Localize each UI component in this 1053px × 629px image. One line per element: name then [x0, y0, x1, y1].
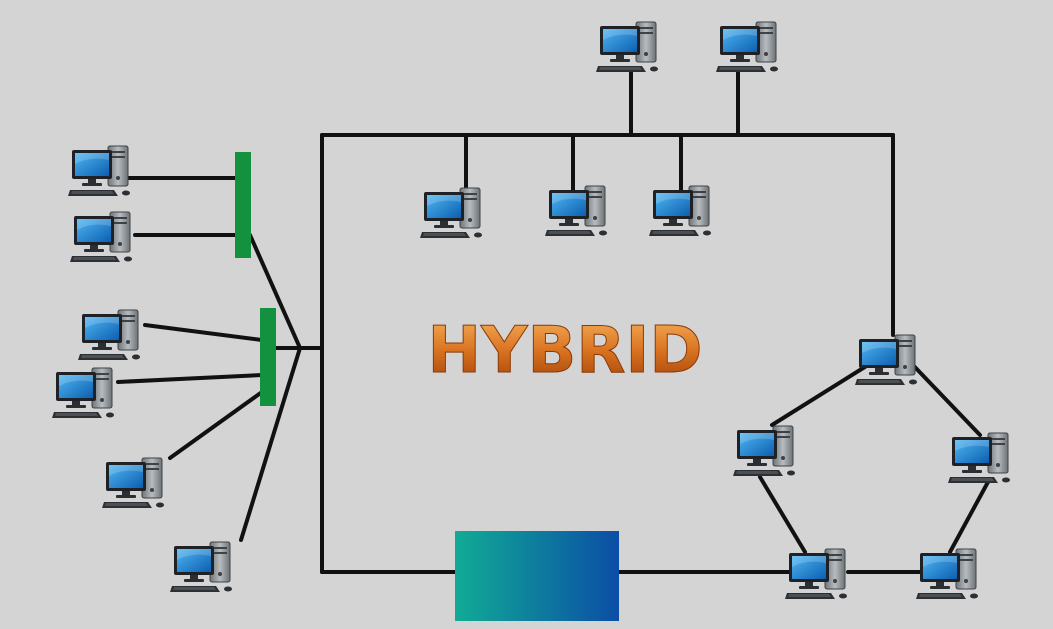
hub-bar-1 — [235, 152, 251, 258]
network-wires — [116, 70, 990, 574]
desktop-computer-icon — [169, 541, 233, 593]
desktop-computer-icon — [715, 21, 779, 73]
desktop-computer-icon — [854, 334, 918, 386]
star-to-hub1 — [248, 233, 302, 350]
desktop-computer-icon — [648, 185, 712, 237]
desktop-computer-icon — [101, 457, 165, 509]
desktop-computer-icon — [51, 367, 115, 419]
diagram-title-reflection: HYBRID — [428, 368, 703, 442]
hub-bar-2 — [260, 308, 276, 406]
desktop-computer-icon — [544, 185, 608, 237]
ring-link-3 — [758, 475, 807, 554]
desktop-computer-icon — [732, 425, 796, 477]
desktop-computer-icon — [69, 211, 133, 263]
central-device-box — [455, 531, 619, 621]
hub2-link-2 — [116, 373, 264, 384]
diagram-title: HYBRID — [428, 314, 703, 388]
desktop-computer-icon — [419, 187, 483, 239]
computers — [51, 21, 1011, 600]
desktop-computer-icon — [947, 432, 1011, 484]
desktop-computer-icon — [784, 548, 848, 600]
desktop-computer-icon — [67, 145, 131, 197]
ring-link-4 — [948, 480, 990, 554]
ring-link-2 — [908, 360, 982, 437]
desktop-computer-icon — [595, 21, 659, 73]
hub2-link-3 — [168, 390, 264, 460]
desktop-computer-icon — [915, 548, 979, 600]
ring-link-1 — [770, 363, 870, 427]
star-to-bottom-pc — [239, 346, 302, 542]
desktop-computer-icon — [77, 309, 141, 361]
hub2-link-1 — [143, 323, 264, 342]
